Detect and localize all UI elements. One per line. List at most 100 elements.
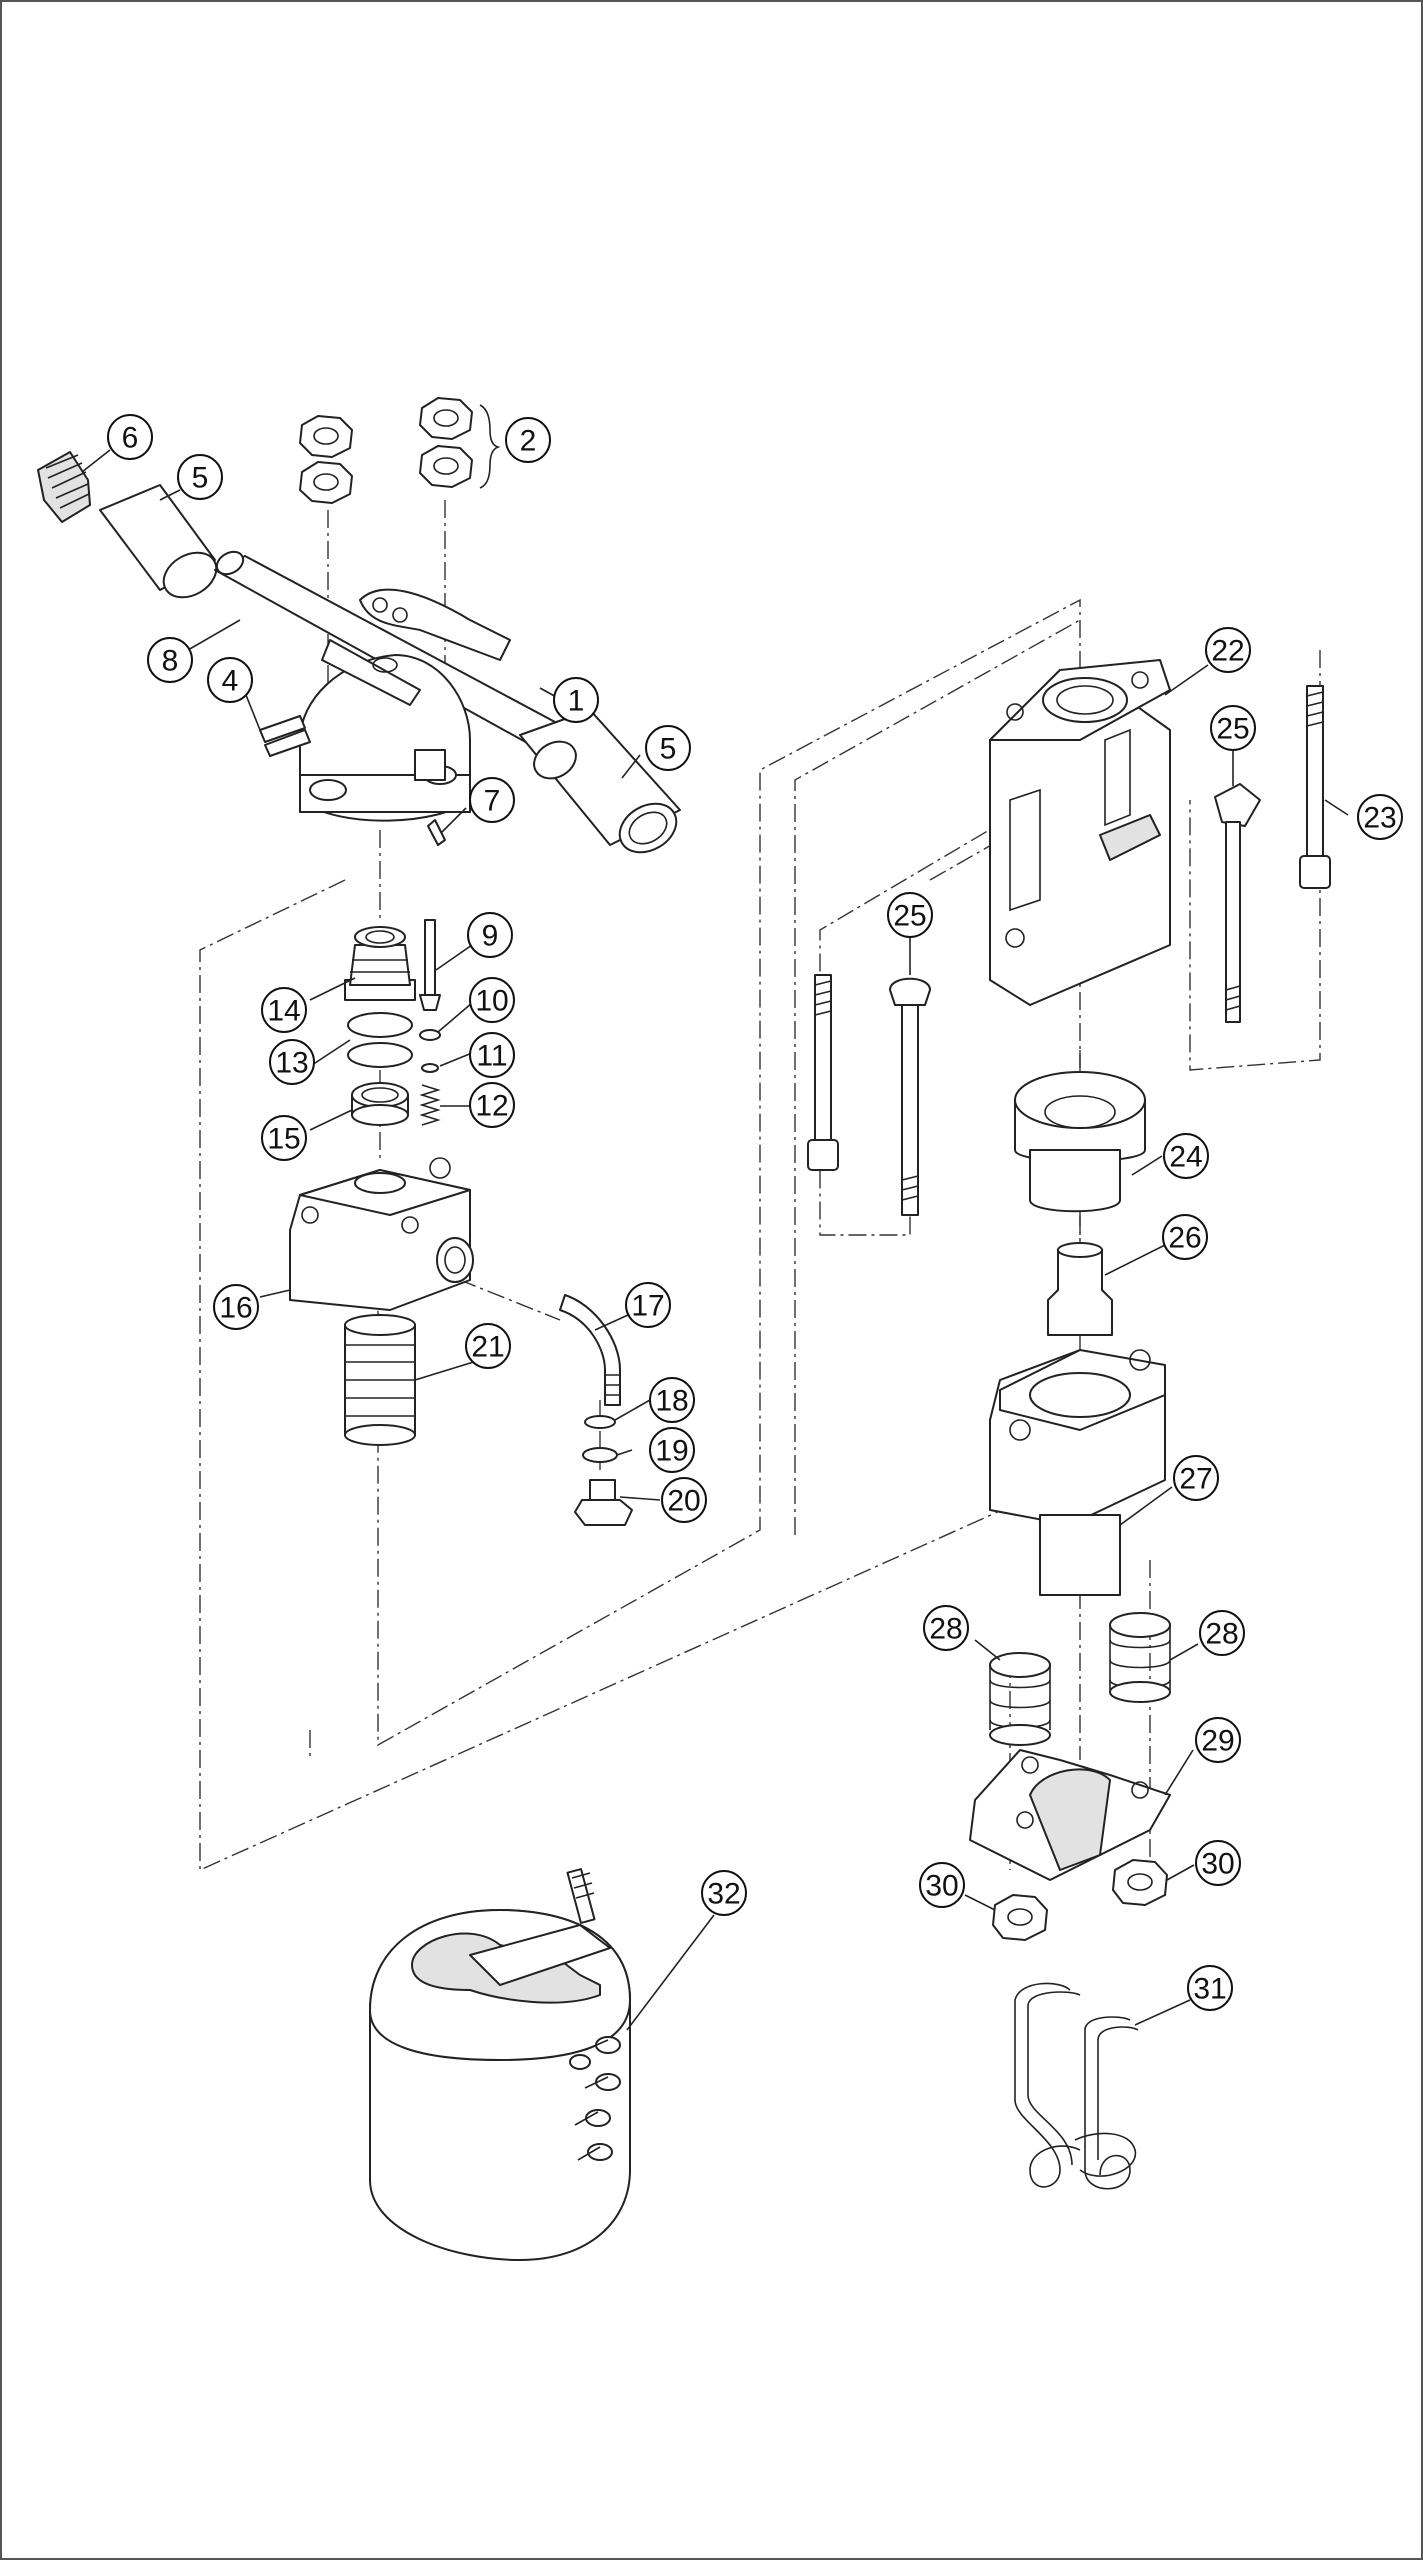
part-15-bushing — [351, 1082, 409, 1126]
callout-label: 2 — [520, 425, 537, 458]
callout-c17: 17 — [625, 1282, 671, 1328]
part-23-bolt-left — [807, 974, 839, 1171]
callout-c10: 10 — [469, 977, 515, 1023]
callout-label: 4 — [222, 665, 239, 698]
callout-circle — [625, 1282, 671, 1328]
callout-c32: 32 — [701, 1870, 747, 1916]
callout-label: 31 — [1193, 1973, 1226, 2006]
callout-label: 9 — [482, 920, 499, 953]
callout-circle — [107, 414, 153, 460]
callout-c23: 23 — [1357, 794, 1403, 840]
callout-circle — [923, 1605, 969, 1651]
callout-c5b: 5 — [645, 725, 691, 771]
part-29-latch-plate — [969, 1749, 1171, 1881]
part-12-spring — [419, 1084, 441, 1126]
callout-label: 30 — [925, 1870, 958, 1903]
part-9-valve-stem — [419, 919, 441, 1011]
part-6-plug — [37, 451, 91, 523]
callout-label: 11 — [476, 1040, 507, 1073]
callout-label: 8 — [162, 645, 179, 678]
part-20-fitting — [574, 1479, 633, 1526]
leader-lines — [81, 449, 1349, 2031]
callout-circle — [147, 637, 193, 683]
callout-circle — [1195, 1840, 1241, 1886]
callout-circle — [467, 912, 513, 958]
callout-c5a: 5 — [177, 454, 223, 500]
callout-label: 23 — [1363, 802, 1396, 835]
callout-circle — [261, 1115, 307, 1161]
callout-label: 7 — [484, 785, 501, 818]
callout-c13: 13 — [269, 1039, 315, 1085]
part-25-bolt-right — [1214, 783, 1261, 1023]
part-14-valve-body — [344, 926, 416, 1001]
callout-c27: 27 — [1173, 1455, 1219, 1501]
callout-circle — [207, 657, 253, 703]
callout-c11: 11 — [469, 1032, 515, 1078]
part-30-nuts — [992, 1859, 1168, 1941]
part-28-spring-left — [989, 1652, 1051, 1746]
callout-circle — [649, 1377, 695, 1423]
callout-label: 29 — [1201, 1725, 1234, 1758]
callout-label: 15 — [267, 1123, 300, 1156]
callout-c6: 6 — [107, 414, 153, 460]
callout-label: 10 — [475, 985, 508, 1018]
callout-label: 21 — [471, 1331, 504, 1364]
callout-label: 12 — [475, 1090, 508, 1123]
callout-circle — [1195, 1717, 1241, 1763]
part-22-front-head — [989, 659, 1171, 1006]
callout-c30b: 30 — [1195, 1840, 1241, 1886]
callout-label: 14 — [267, 995, 300, 1028]
callout-c29: 29 — [1195, 1717, 1241, 1763]
part-17-elbow — [559, 1294, 621, 1406]
callout-circle — [1187, 1965, 1233, 2011]
part-23-bolt — [1299, 685, 1331, 889]
part-10-11-washers — [419, 1029, 441, 1073]
callout-circle — [1357, 794, 1403, 840]
callout-label: 13 — [275, 1047, 308, 1080]
callout-c24: 24 — [1163, 1133, 1209, 1179]
callout-circle — [1162, 1214, 1208, 1260]
part-26-chuck — [1047, 1242, 1113, 1336]
part-32-muffler — [369, 1868, 631, 2261]
callout-c21: 21 — [465, 1323, 511, 1369]
part-4-pins — [259, 715, 311, 757]
callout-c1: 1 — [553, 677, 599, 723]
callout-circle — [1163, 1133, 1209, 1179]
callout-label: 28 — [1205, 1618, 1238, 1651]
callout-circle — [469, 777, 515, 823]
callout-circle — [661, 1477, 707, 1523]
callout-circle — [887, 892, 933, 938]
callout-c22: 22 — [1205, 627, 1251, 673]
callout-c30a: 30 — [919, 1862, 965, 1908]
callout-c28a: 28 — [923, 1605, 969, 1651]
callout-circle — [469, 1082, 515, 1128]
callout-label: 16 — [219, 1292, 252, 1325]
callout-c19: 19 — [649, 1427, 695, 1473]
part-5-grip-lower — [519, 709, 681, 854]
part-24-bushing — [1014, 1071, 1146, 1213]
callout-label: 17 — [631, 1290, 664, 1323]
callout-c8: 8 — [147, 637, 193, 683]
part-27-retainer — [989, 1349, 1166, 1596]
part-25-bolt-left — [889, 977, 931, 1216]
callout-label: 25 — [1216, 713, 1249, 746]
callout-c9: 9 — [467, 912, 513, 958]
callout-circle — [213, 1284, 259, 1330]
callout-circle — [919, 1862, 965, 1908]
callout-label: 6 — [122, 422, 139, 455]
callout-label: 19 — [655, 1435, 688, 1468]
callout-label: 27 — [1179, 1463, 1212, 1496]
callout-label: 26 — [1168, 1222, 1201, 1255]
callout-c28b: 28 — [1199, 1610, 1245, 1656]
callout-circle — [505, 417, 551, 463]
callout-circle — [1210, 705, 1256, 751]
callout-circle — [553, 677, 599, 723]
callout-c14: 14 — [261, 987, 307, 1033]
callout-circle — [469, 977, 515, 1023]
part-31-clips — [1014, 1982, 1139, 2190]
callout-circle — [1199, 1610, 1245, 1656]
